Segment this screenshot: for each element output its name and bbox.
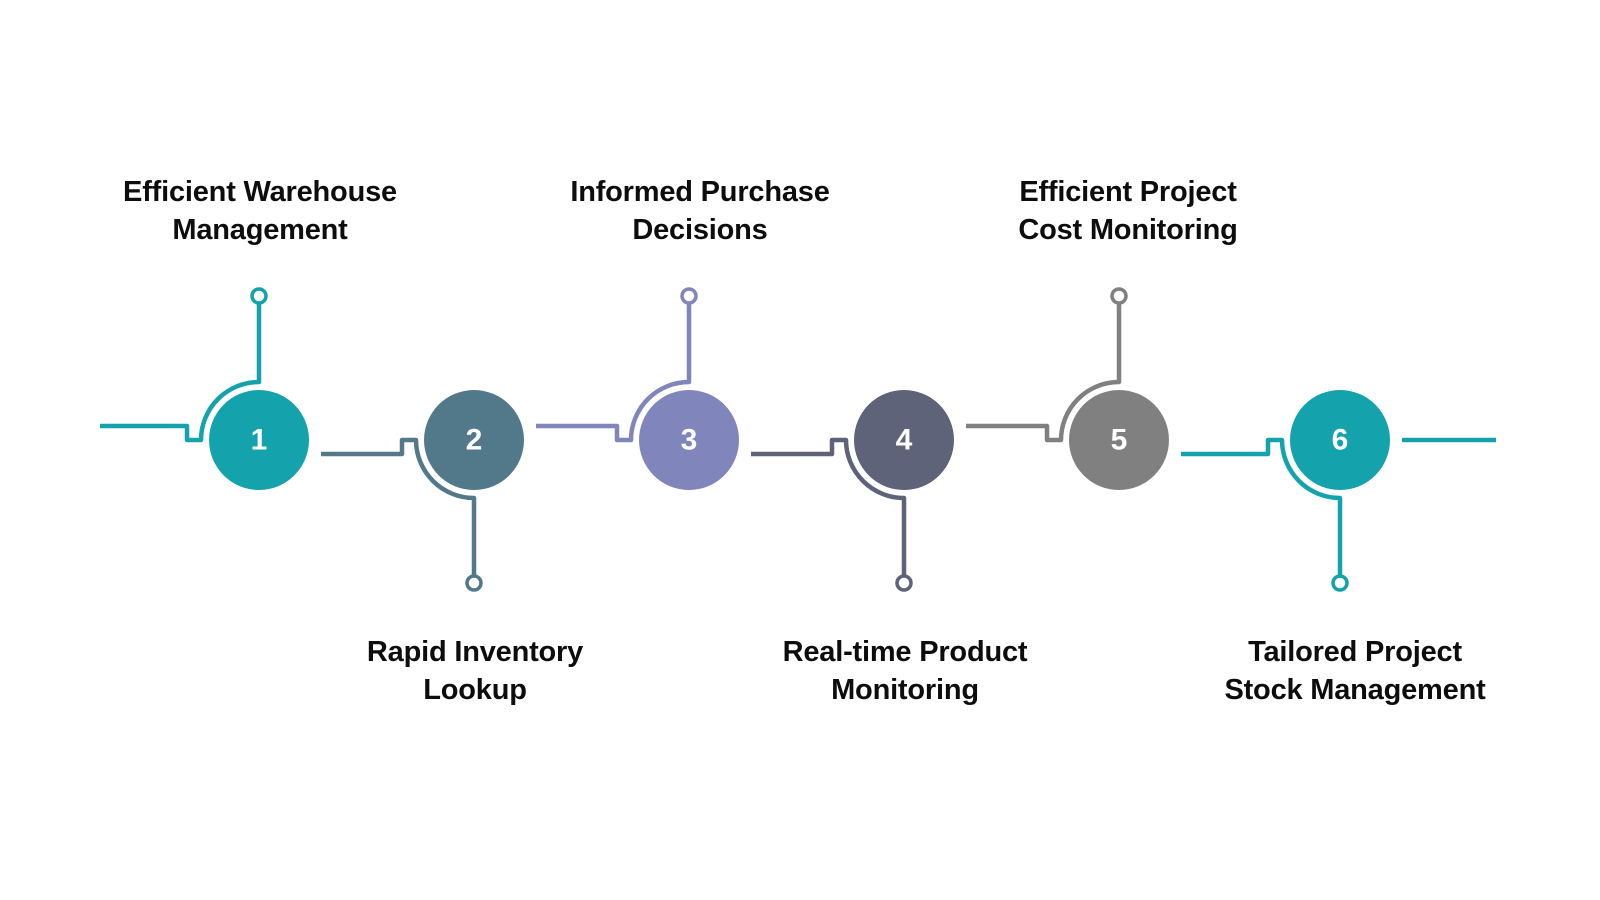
step-node-circle-1[interactable]: [209, 390, 309, 490]
step-node-5[interactable]: 5: [1065, 386, 1173, 494]
step-label-2: Rapid Inventory Lookup: [366, 636, 584, 706]
connector-path-step-6: [1181, 437, 1343, 583]
step-node-circle-2[interactable]: [424, 390, 524, 490]
connector-path-step-2: [321, 437, 477, 583]
connector-path-step-3: [536, 296, 692, 443]
connector-endpoint-ring-step-5: [1110, 287, 1128, 305]
step-node-circle-6[interactable]: [1290, 390, 1390, 490]
step-label-5: Efficient Project Cost Monitoring: [1018, 176, 1238, 246]
step-node-number-5: 5: [1111, 424, 1128, 457]
connector-endpoint-ring-step-3: [680, 287, 698, 305]
connectors-group: [100, 287, 1496, 592]
step-node-number-6: 6: [1332, 424, 1349, 457]
step-label-3: Informed Purchase Decisions: [570, 176, 830, 246]
step-node-2[interactable]: 2: [420, 386, 528, 494]
step-node-6[interactable]: 6: [1286, 386, 1394, 494]
step-node-number-2: 2: [466, 424, 483, 457]
step-node-number-4: 4: [896, 424, 913, 457]
step-node-number-3: 3: [681, 424, 698, 457]
step-node-circle-4[interactable]: [854, 390, 954, 490]
step-node-circle-3[interactable]: [639, 390, 739, 490]
connector-endpoint-ring-step-4: [895, 574, 913, 592]
step-node-4[interactable]: 4: [850, 386, 958, 494]
connector-path-step-1: [100, 296, 262, 443]
nodes-group: 1 2 3 4 5 6: [205, 386, 1394, 494]
step-label-1: Efficient Warehouse Management: [123, 176, 397, 246]
step-node-3[interactable]: 3: [635, 386, 743, 494]
connector-endpoint-ring-step-2: [465, 574, 483, 592]
connector-endpoint-ring-step-6: [1331, 574, 1349, 592]
step-label-4: Real-time Product Monitoring: [782, 636, 1028, 706]
step-node-number-1: 1: [251, 424, 268, 457]
connector-endpoint-ring-step-1: [250, 287, 268, 305]
step-label-6: Tailored Project Stock Management: [1224, 636, 1486, 706]
step-node-circle-5[interactable]: [1069, 390, 1169, 490]
step-node-1[interactable]: 1: [205, 386, 313, 494]
connector-path-step-4: [751, 437, 907, 583]
connector-path-step-5: [966, 296, 1122, 443]
